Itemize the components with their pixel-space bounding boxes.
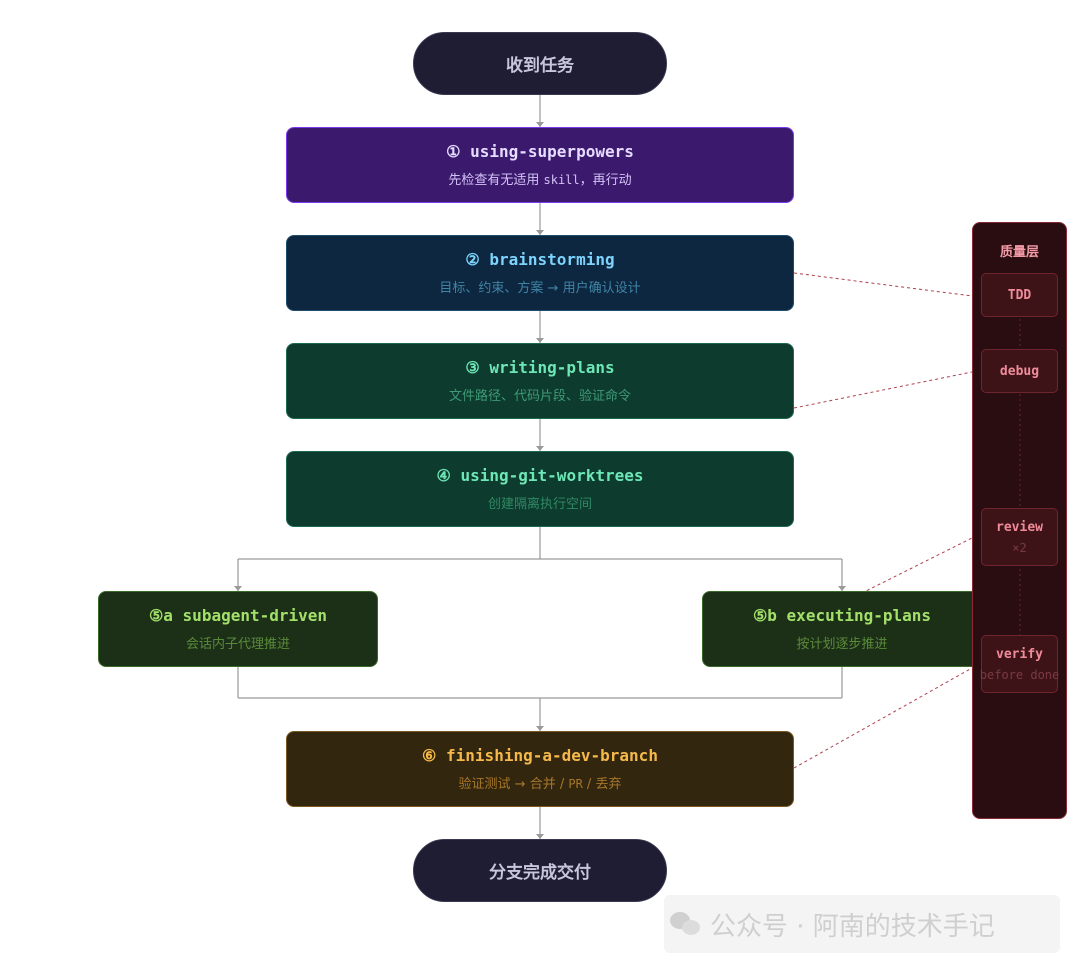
- quality-item-tdd: TDD: [981, 273, 1058, 317]
- step-subagent-driven: ⑤a subagent-driven 会话内子代理推进: [98, 591, 378, 667]
- watermark-text: 公众号 · 阿南的技术手记: [710, 911, 995, 942]
- step-subtitle: 目标、约束、方案 → 用户确认设计: [439, 281, 641, 296]
- step-title: ② brainstorming: [465, 250, 615, 269]
- quality-layer-title: 质量层: [999, 245, 1039, 260]
- step-subtitle: 先检查有无适用 skill，再行动: [448, 173, 632, 188]
- quality-item-label: debug: [999, 363, 1040, 379]
- step-using-superpowers: ① using-superpowers 先检查有无适用 skill，再行动: [286, 127, 794, 203]
- step-title: ⑤b executing-plans: [752, 606, 932, 625]
- step-title: ③ writing-plans: [465, 358, 615, 377]
- step-title: ⑤a subagent-driven: [148, 606, 328, 625]
- start-label: 收到任务: [506, 56, 574, 76]
- step-subtitle: 会话内子代理推进: [185, 637, 290, 652]
- step-brainstorming: ② brainstorming 目标、约束、方案 → 用户确认设计: [286, 235, 794, 311]
- step-subtitle: 创建隔离执行空间: [487, 497, 592, 512]
- step-writing-plans: ③ writing-plans 文件路径、代码片段、验证命令: [286, 343, 794, 419]
- watermark: 公众号 · 阿南的技术手记: [664, 895, 1060, 953]
- quality-item-sub: before done: [979, 667, 1060, 682]
- step-title: ④ using-git-worktrees: [436, 466, 644, 485]
- quality-item-verify: verify before done: [979, 635, 1060, 693]
- quality-item-sub: ×2: [1012, 540, 1027, 555]
- step-subtitle: 文件路径、代码片段、验证命令: [448, 389, 631, 404]
- step-subtitle: 按计划逐步推进: [796, 637, 888, 652]
- quality-layer-panel: 质量层 TDD debug review ×2 verify before do…: [972, 222, 1067, 819]
- step-executing-plans: ⑤b executing-plans 按计划逐步推进: [702, 591, 982, 667]
- quality-item-label: TDD: [1007, 287, 1032, 303]
- quality-item-label: verify: [996, 646, 1043, 662]
- end-node: 分支完成交付: [413, 839, 667, 902]
- wechat-icon: [670, 912, 700, 936]
- end-label: 分支完成交付: [489, 863, 591, 883]
- quality-item-label: review: [996, 519, 1043, 535]
- step-title: ⑥ finishing-a-dev-branch: [422, 746, 658, 765]
- step-using-git-worktrees: ④ using-git-worktrees 创建隔离执行空间: [286, 451, 794, 527]
- start-node: 收到任务: [413, 32, 667, 95]
- quality-item-debug: debug: [981, 349, 1058, 393]
- step-subtitle: 验证测试 → 合并 / PR / 丢弃: [458, 777, 622, 792]
- quality-item-review: review ×2: [981, 508, 1058, 566]
- step-finishing-a-dev-branch: ⑥ finishing-a-dev-branch 验证测试 → 合并 / PR …: [286, 731, 794, 807]
- step-title: ① using-superpowers: [446, 142, 634, 161]
